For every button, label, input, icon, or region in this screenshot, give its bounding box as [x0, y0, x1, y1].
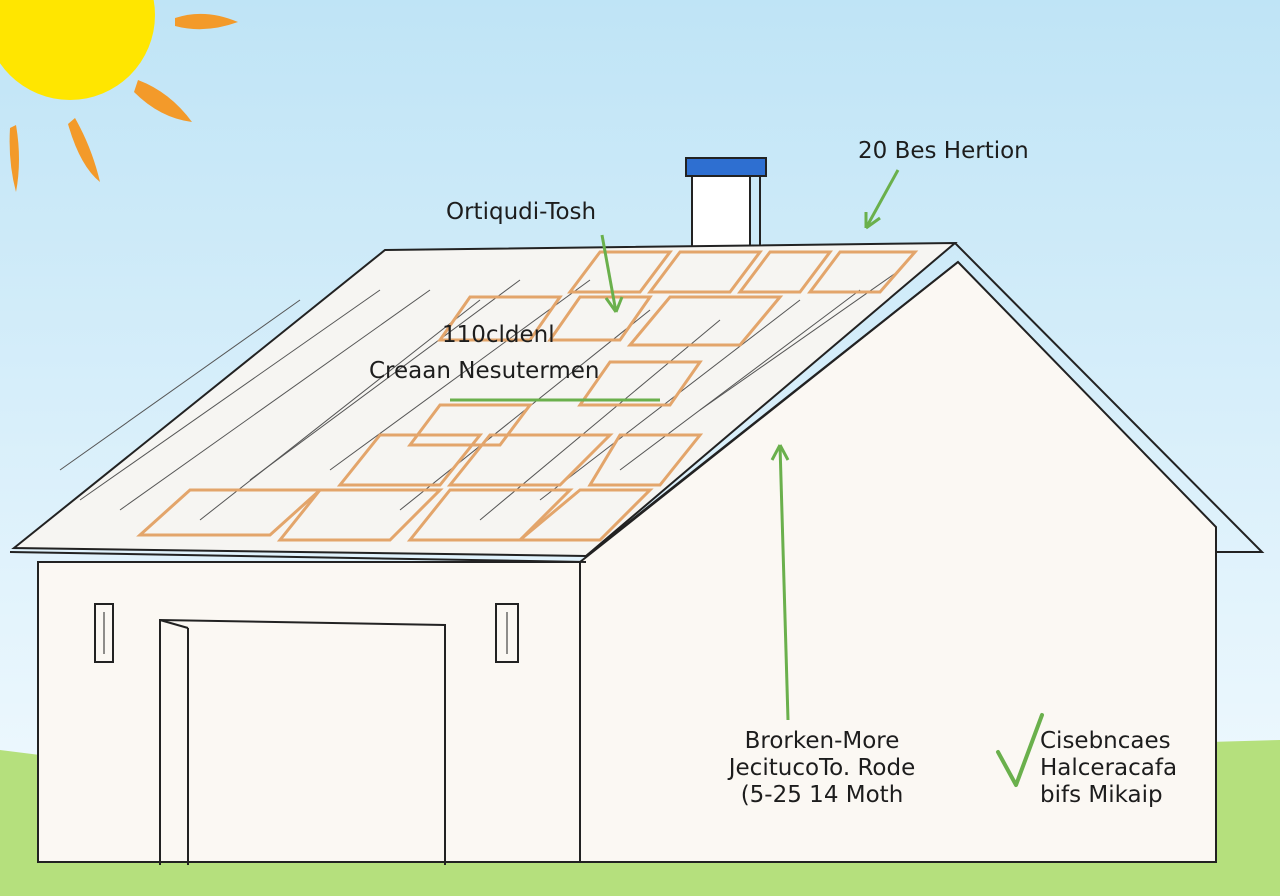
solar-panel — [336, 433, 484, 487]
house-front-wall — [37, 561, 581, 863]
label-wall-line-1: Brorken-More — [744, 728, 900, 754]
solar-panel-array — [136, 250, 919, 542]
label-wall-line-2: JecitucoTo. Rode — [728, 755, 916, 781]
label-top-right: 20 Bes Hertion — [858, 138, 1029, 164]
label-roof-top: Ortiqudi-Tosh — [446, 199, 597, 225]
solar-panel — [737, 250, 833, 294]
label-roof-mid1: 110cldenl — [442, 322, 555, 348]
label-wall-line-3: (5-25 14 Moth — [740, 782, 904, 808]
solar-panel — [276, 488, 444, 542]
arrow-icon — [864, 169, 900, 230]
solar-panel — [515, 488, 654, 542]
arrow-icon — [600, 234, 624, 313]
window-left — [94, 603, 114, 663]
window-right — [495, 603, 519, 663]
solar-panel — [577, 360, 703, 407]
solar-panel — [437, 295, 563, 342]
label-right-line-1: Cisebncaes — [1040, 728, 1171, 754]
label-right-line-2: Halceracafa — [1040, 755, 1178, 781]
solar-panel — [807, 250, 919, 294]
solar-panel — [567, 250, 673, 294]
solar-panel — [136, 488, 324, 537]
solar-panel — [647, 250, 763, 294]
solar-panel — [446, 433, 614, 487]
label-wall-block: Brorken-More JecitucoTo. Rode (5-25 14 M… — [716, 728, 928, 809]
label-right-block: Cisebncaes Halceracafa bifs Mikaip — [1040, 728, 1180, 809]
solar-panel — [587, 433, 704, 487]
roof-texture — [59, 269, 901, 521]
chimney — [685, 157, 767, 257]
solar-panel — [626, 295, 784, 347]
label-right-line-3: bifs Mikaip — [1040, 782, 1163, 808]
label-roof-mid2: Creaan Nesutermen — [369, 358, 600, 384]
arrow-icon — [770, 444, 790, 721]
checkmark-icon — [996, 713, 1044, 787]
garage-door — [159, 618, 446, 865]
sun-icon — [0, 0, 238, 192]
solar-panel — [407, 403, 533, 447]
roof-edge — [954, 242, 1265, 553]
solar-panel — [547, 295, 653, 342]
